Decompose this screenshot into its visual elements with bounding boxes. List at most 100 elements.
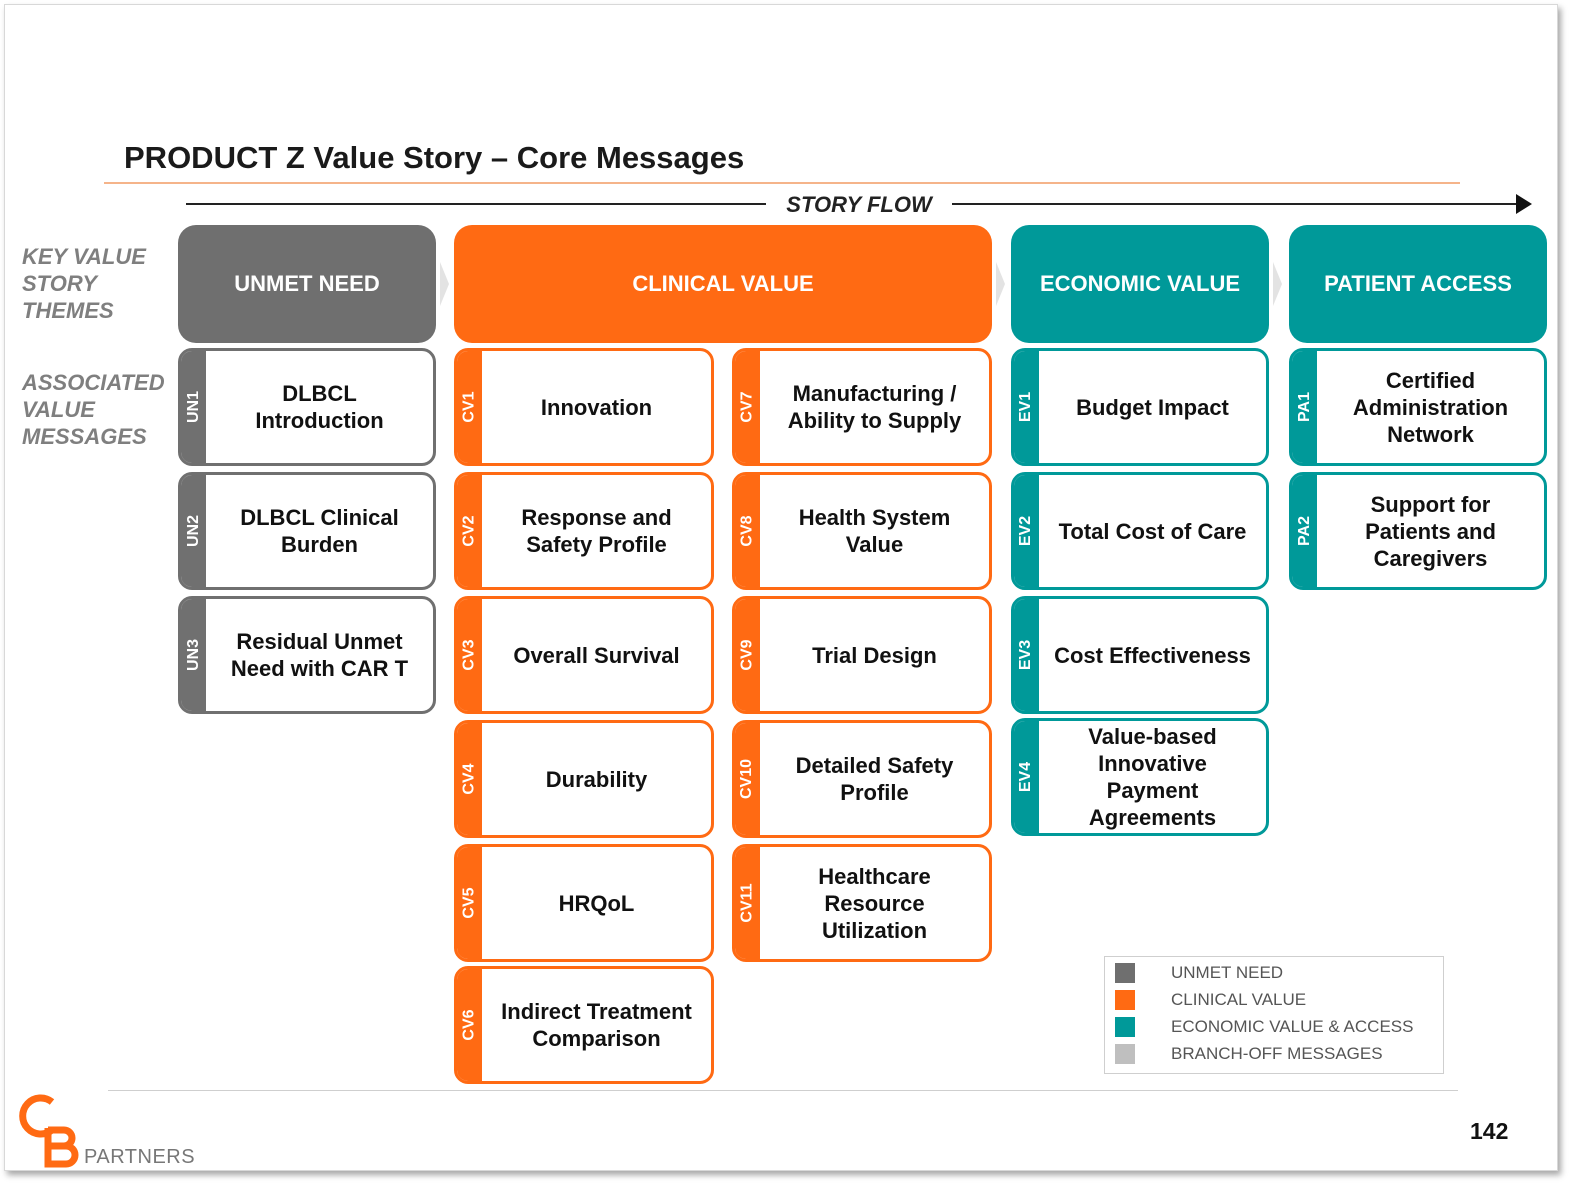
message-card-un2: UN2 DLBCL Clinical Burden (178, 472, 436, 590)
message-code-tab: CV4 (457, 723, 482, 835)
legend-label: UNMET NEED (1171, 963, 1284, 982)
message-code-tab: EV1 (1014, 351, 1039, 463)
message-code: EV2 (1017, 515, 1035, 547)
message-code-tab: CV5 (457, 847, 482, 959)
message-code-tab: EV3 (1014, 599, 1039, 711)
story-flow-line-right (952, 203, 1518, 205)
message-code-tab: UN3 (181, 599, 206, 711)
message-text: Total Cost of Care (1058, 518, 1247, 544)
message-code-tab: PA2 (1292, 475, 1317, 587)
message-code: CV6 (460, 1009, 478, 1041)
message-text: HRQoL (558, 890, 635, 916)
message-code-tab: CV3 (457, 599, 482, 711)
message-card-cv10: CV10 Detailed Safety Profile (732, 720, 992, 838)
message-card-un1: UN1 DLBCL Introduction (178, 348, 436, 466)
message-code: CV7 (738, 391, 756, 423)
message-text: DLBCL Clinical Burden (240, 505, 399, 557)
legend-item: BRANCH-OFF MESSAGES (1115, 1042, 1383, 1066)
message-card-cv1: CV1 Innovation (454, 348, 714, 466)
chevron-right-icon (1273, 262, 1282, 306)
legend-swatch (1115, 990, 1135, 1010)
theme-economic-value: ECONOMIC VALUE (1011, 225, 1269, 343)
message-code: CV1 (460, 391, 478, 423)
legend-swatch (1115, 1017, 1135, 1037)
footer-divider (108, 1090, 1458, 1091)
legend-item: UNMET NEED (1115, 961, 1283, 985)
theme-unmet-need: UNMET NEED (178, 225, 436, 343)
message-code: PA1 (1295, 392, 1313, 422)
message-code-tab: CV7 (735, 351, 760, 463)
legend-swatch (1115, 963, 1135, 983)
message-card-cv3: CV3 Overall Survival (454, 596, 714, 714)
message-text: Innovation (540, 394, 653, 420)
message-card-ev4: EV4 Value-based Innovative Payment Agree… (1011, 718, 1269, 836)
message-card-ev1: EV1 Budget Impact (1011, 348, 1269, 466)
message-card-un3: UN3 Residual Unmet Need with CAR T (178, 596, 436, 714)
message-text: DLBCL Introduction (255, 381, 384, 433)
message-card-cv4: CV4 Durability (454, 720, 714, 838)
message-text: Overall Survival (513, 642, 680, 668)
story-flow-arrowhead-icon (1516, 194, 1532, 214)
message-code-tab: CV6 (457, 969, 482, 1081)
theme-patient-access: PATIENT ACCESS (1289, 225, 1547, 343)
message-text: Detailed Safety Profile (795, 753, 954, 805)
message-text: Certified Administration Network (1352, 367, 1509, 447)
message-card-pa2: PA2 Support for Patients and Caregivers (1289, 472, 1547, 590)
message-code-tab: PA1 (1292, 351, 1317, 463)
message-code-tab: CV11 (735, 847, 760, 959)
message-text: Budget Impact (1076, 394, 1229, 420)
message-text: Response and Safety Profile (521, 505, 672, 557)
legend-label: BRANCH-OFF MESSAGES (1171, 1044, 1383, 1063)
message-code-tab: EV2 (1014, 475, 1039, 587)
message-code: UN2 (184, 514, 202, 548)
legend-swatch (1115, 1044, 1135, 1064)
message-text: Cost Effectiveness (1054, 642, 1251, 668)
message-card-cv9: CV9 Trial Design (732, 596, 992, 714)
message-code: CV5 (460, 887, 478, 919)
message-card-ev2: EV2 Total Cost of Care (1011, 472, 1269, 590)
legend: UNMET NEED CLINICAL VALUE ECONOMIC VALUE… (1104, 956, 1444, 1074)
message-text: Healthcare Resource Utilization (818, 863, 931, 943)
message-code-tab: CV2 (457, 475, 482, 587)
message-text: Residual Unmet Need with CAR T (230, 629, 409, 681)
message-code-tab: UN1 (181, 351, 206, 463)
message-card-cv11: CV11 Healthcare Resource Utilization (732, 844, 992, 962)
message-code: EV1 (1017, 391, 1035, 423)
message-text: Manufacturing / Ability to Supply (787, 381, 962, 433)
message-code: CV8 (738, 515, 756, 547)
message-text: Health System Value (798, 505, 951, 557)
story-flow-label: STORY FLOW (786, 192, 932, 217)
message-code: CV10 (738, 758, 756, 800)
message-code-tab: CV8 (735, 475, 760, 587)
message-text: Indirect Treatment Comparison (501, 999, 692, 1051)
message-card-cv7: CV7 Manufacturing / Ability to Supply (732, 348, 992, 466)
message-code: EV4 (1017, 761, 1035, 793)
message-code: CV3 (460, 639, 478, 671)
key-value-story-themes-label: KEY VALUE STORY THEMES (22, 244, 146, 323)
message-text: Durability (545, 766, 648, 792)
cb-partners-logo (19, 1094, 79, 1168)
theme-clinical-value: CLINICAL VALUE (454, 225, 992, 343)
message-card-cv6: CV6 Indirect Treatment Comparison (454, 966, 714, 1084)
message-code-tab: CV10 (735, 723, 760, 835)
message-card-pa1: PA1 Certified Administration Network (1289, 348, 1547, 466)
message-code: CV11 (738, 883, 756, 923)
chevron-right-icon (996, 262, 1005, 306)
message-code: CV4 (460, 763, 478, 795)
associated-value-messages-label: ASSOCIATED VALUE MESSAGES (22, 370, 165, 449)
message-code-tab: UN2 (181, 475, 206, 587)
legend-label: ECONOMIC VALUE & ACCESS (1171, 1017, 1414, 1036)
logo-text: PARTNERS (84, 1146, 196, 1168)
message-text: Value-based Innovative Payment Agreement… (1088, 724, 1217, 830)
message-code-tab: EV4 (1014, 721, 1039, 833)
message-card-ev3: EV3 Cost Effectiveness (1011, 596, 1269, 714)
legend-item: ECONOMIC VALUE & ACCESS (1115, 1015, 1413, 1039)
message-code: CV9 (738, 639, 756, 671)
message-code: EV3 (1017, 639, 1035, 671)
message-text: Trial Design (812, 642, 937, 668)
page-title: PRODUCT Z Value Story – Core Messages (124, 140, 745, 175)
message-card-cv8: CV8 Health System Value (732, 472, 992, 590)
message-code-tab: CV1 (457, 351, 482, 463)
message-code: CV2 (460, 515, 478, 547)
message-card-cv5: CV5 HRQoL (454, 844, 714, 962)
